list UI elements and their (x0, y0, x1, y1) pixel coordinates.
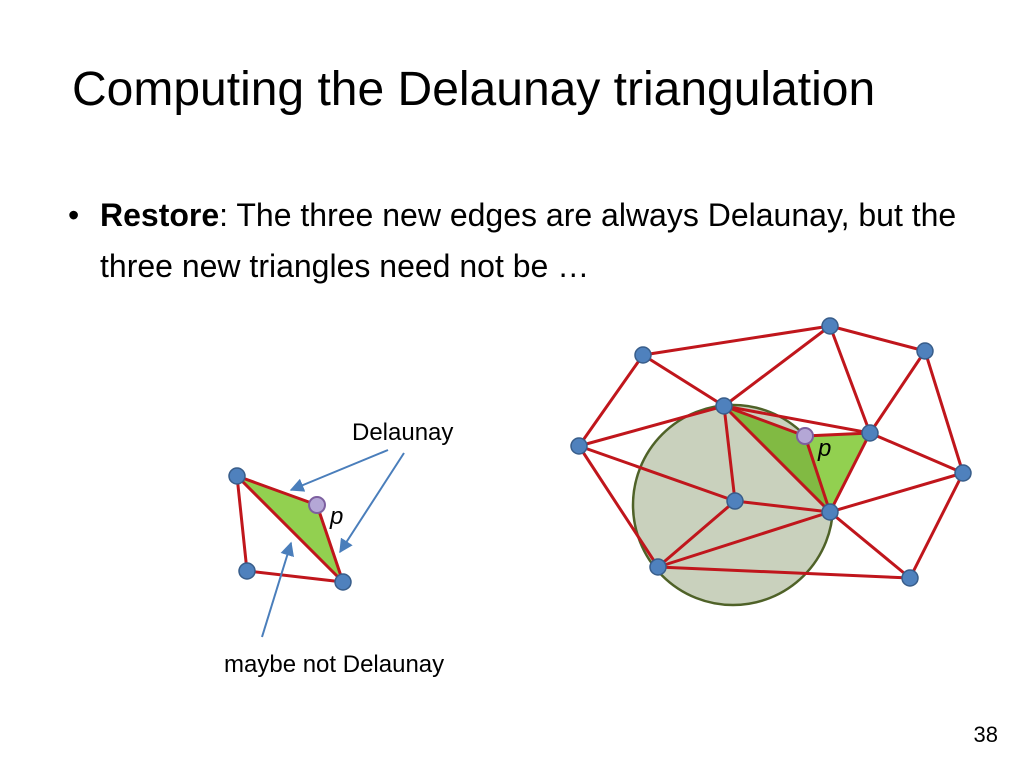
right-edge (828, 510, 912, 580)
slide-title: Computing the Delaunay triangulation (72, 63, 876, 116)
right-edge (722, 404, 832, 514)
right-edge (656, 499, 737, 569)
right-edge (828, 324, 872, 435)
left-edges (235, 474, 345, 584)
arrow-maybe-not-delaunay (261, 541, 294, 638)
right-edge (923, 349, 965, 475)
right-edge (828, 431, 872, 514)
left-arrows (261, 449, 405, 638)
right-vertex (570, 437, 588, 455)
right-edge (722, 404, 737, 503)
bullet-text: Restore: The three new edges are always … (100, 190, 968, 292)
left-edge (235, 474, 249, 573)
arrow-delaunay-lower (339, 452, 405, 554)
right-vertex (821, 317, 839, 335)
right-edge (577, 353, 645, 448)
left-point-label: p (329, 503, 343, 530)
right-vertex (726, 492, 744, 510)
right-edge (577, 444, 737, 503)
bullet-term: Restore (100, 197, 220, 233)
left-edge (315, 503, 345, 584)
right-vertex (821, 503, 839, 521)
right-edge (803, 434, 832, 514)
right-edge (577, 444, 660, 569)
left-edge (235, 474, 319, 507)
right-edge (908, 471, 965, 580)
left-vertex (228, 467, 246, 485)
right-vertex (861, 424, 879, 442)
label-maybe-not-delaunay: maybe not Delaunay (224, 651, 444, 678)
right-point-label: p (817, 435, 831, 462)
right-edge (641, 353, 726, 408)
right-edge (722, 404, 807, 438)
right-edge (828, 471, 965, 514)
left-new-point-p (308, 496, 326, 514)
right-edge (803, 431, 872, 438)
slide-number: 38 (973, 722, 998, 747)
right-triangle-new-2 (805, 433, 870, 512)
bullet-item: • Restore: The three new edges are alway… (68, 190, 968, 292)
right-edge (577, 404, 726, 448)
bullet-description: : The three new edges are always Delauna… (100, 197, 957, 285)
left-edge (235, 474, 345, 584)
bullet-marker: • (68, 197, 80, 233)
right-edge (868, 349, 927, 435)
left-vertex (238, 562, 256, 580)
arrow-delaunay-upper (289, 449, 389, 492)
right-edge (656, 565, 912, 580)
left-edge (245, 569, 345, 584)
left-vertex (334, 573, 352, 591)
right-edge (656, 510, 832, 569)
right-vertex (916, 342, 934, 360)
right-vertex (715, 397, 733, 415)
label-delaunay: Delaunay (352, 419, 453, 446)
right-edge (733, 499, 832, 514)
right-edge (722, 404, 872, 435)
right-vertices (570, 317, 972, 587)
right-edge (828, 324, 927, 353)
right-vertex (634, 346, 652, 364)
right-diagram: p (570, 317, 972, 607)
right-new-point-p (796, 427, 814, 445)
right-edge (641, 324, 832, 357)
right-edge (722, 324, 832, 408)
left-vertices (228, 467, 352, 591)
right-edges (577, 324, 965, 580)
right-vertex (649, 558, 667, 576)
right-vertex (954, 464, 972, 482)
right-vertex (901, 569, 919, 587)
right-edge (868, 431, 965, 475)
left-diagram: p Delaunay maybe not Delaunay (224, 419, 453, 678)
